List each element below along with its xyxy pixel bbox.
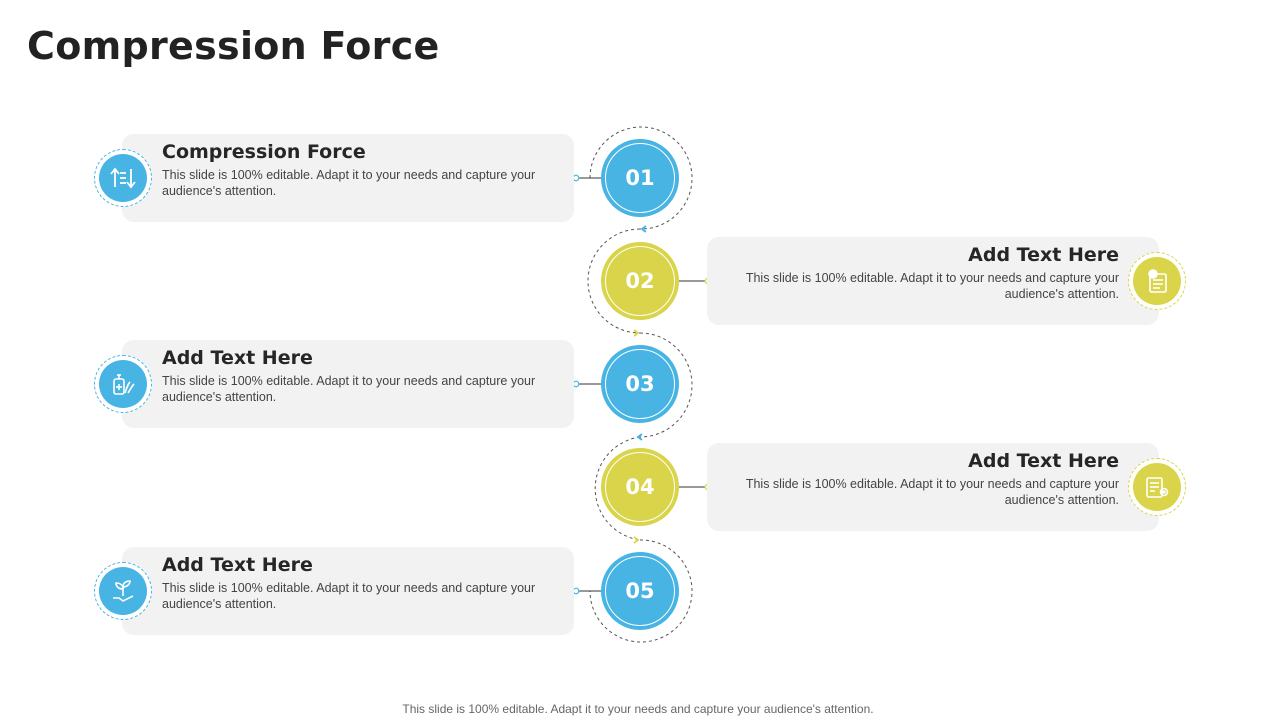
step-heading: Add Text Here (968, 244, 1119, 266)
compression-arrows-icon (110, 167, 136, 189)
connector-arc-1 (589, 126, 693, 230)
step-number: 04 (625, 475, 655, 499)
step-card-4: Add Text Here This slide is 100% editabl… (707, 443, 1159, 531)
footer-note: This slide is 100% editable. Adapt it to… (402, 702, 874, 716)
step-node-3: 03 (601, 345, 679, 423)
step-number: 01 (625, 166, 655, 190)
report-settings-icon (1146, 477, 1169, 498)
plant-hand-icon (113, 580, 134, 602)
step-node-5: 05 (601, 552, 679, 630)
step-heading: Add Text Here (162, 554, 313, 576)
step-description: This slide is 100% editable. Adapt it to… (162, 581, 536, 611)
step-heading: Add Text Here (968, 450, 1119, 472)
step-description: This slide is 100% editable. Adapt it to… (745, 271, 1119, 301)
step-heading: Compression Force (162, 141, 366, 163)
sanitizer-hand-icon (113, 374, 135, 395)
step-icon-badge-1 (94, 149, 152, 207)
document-checklist-icon (1148, 269, 1167, 293)
step-card-5: Add Text Here This slide is 100% editabl… (122, 547, 574, 635)
connector-arc-3 (639, 332, 693, 438)
step-description: This slide is 100% editable. Adapt it to… (162, 374, 536, 404)
connector-arc-2 (587, 228, 641, 334)
step-card-3: Add Text Here This slide is 100% editabl… (122, 340, 574, 428)
step-card-1: Compression Force This slide is 100% edi… (122, 134, 574, 222)
step-icon-badge-2 (1128, 252, 1186, 310)
step-number: 02 (625, 269, 655, 293)
step-number: 05 (625, 579, 655, 603)
step-heading: Add Text Here (162, 347, 313, 369)
step-node-1: 01 (601, 139, 679, 217)
step-node-4: 04 (601, 448, 679, 526)
connector-arc-5 (589, 539, 693, 643)
step-card-2: Add Text Here This slide is 100% editabl… (707, 237, 1159, 325)
connector-arc-4 (594, 436, 641, 541)
step-description: This slide is 100% editable. Adapt it to… (745, 477, 1119, 507)
step-number: 03 (625, 372, 655, 396)
step-node-2: 02 (601, 242, 679, 320)
step-icon-badge-4 (1128, 458, 1186, 516)
step-description: This slide is 100% editable. Adapt it to… (162, 168, 536, 198)
step-icon-badge-5 (94, 562, 152, 620)
page-title: Compression Force (27, 24, 440, 68)
step-icon-badge-3 (94, 355, 152, 413)
